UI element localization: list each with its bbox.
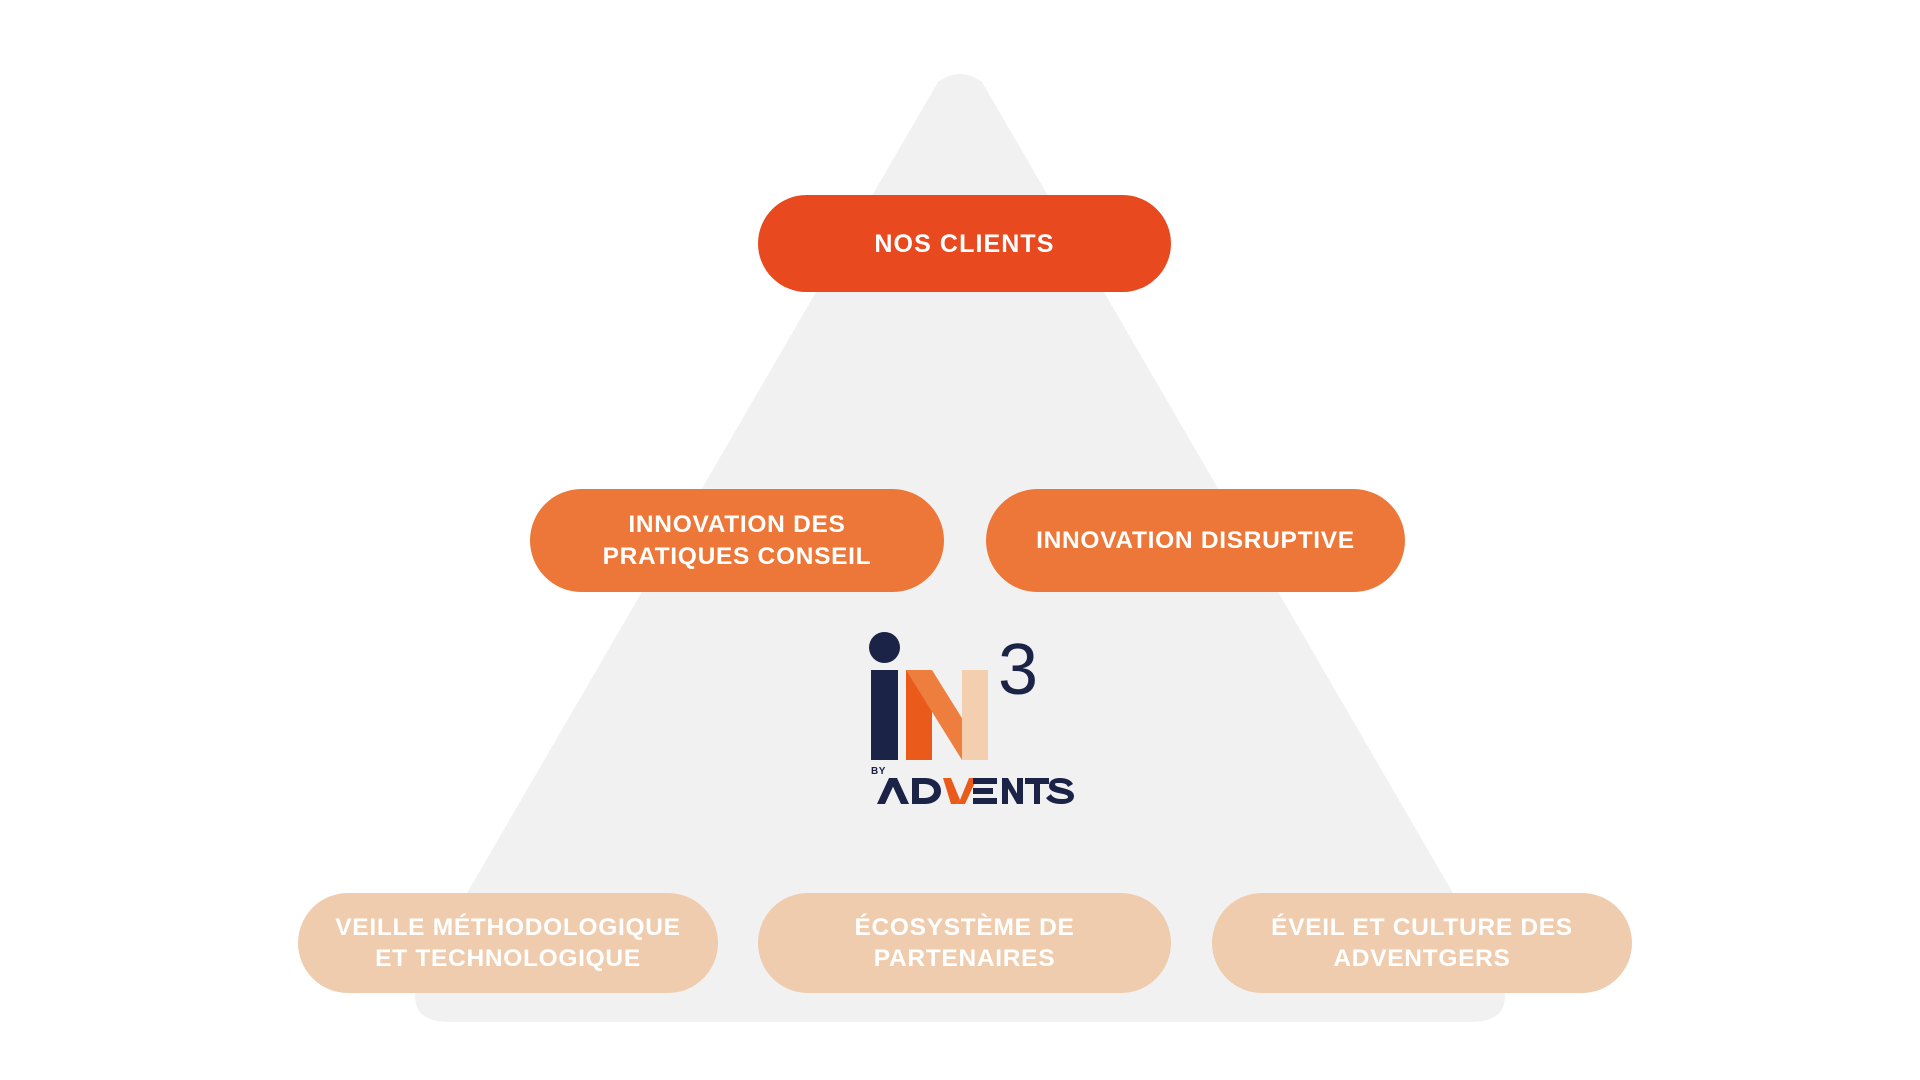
pill-label-multiline: ÉVEIL ET CULTURE DES ADVENTGERS <box>1271 912 1573 975</box>
logo-i-stem <box>871 670 898 760</box>
pill-label-line2: PARTENAIRES <box>873 945 1056 972</box>
pyramid-pill-innovation-des-pratiques-conseil[interactable]: INNOVATION DES PRATIQUES CONSEIL <box>530 489 944 592</box>
logo-exponent-3: 3 <box>998 632 1038 710</box>
logo-i-dot <box>869 632 900 663</box>
in3-by-advents-logo: 3 BY <box>855 630 1075 812</box>
pill-label-multiline: INNOVATION DES PRATIQUES CONSEIL <box>603 509 872 572</box>
pyramid-triangle <box>415 74 1505 1022</box>
logo-n-right-stem <box>962 670 988 760</box>
pyramid-pill-innovation-disruptive[interactable]: INNOVATION DISRUPTIVE <box>986 489 1405 592</box>
pill-label-line1: ÉCOSYSTÈME DE <box>854 913 1075 941</box>
pill-label-line1: INNOVATION DES <box>628 511 846 539</box>
pill-label-line2: ADVENTGERS <box>1333 945 1511 972</box>
pill-label-line2: PRATIQUES CONSEIL <box>602 542 872 570</box>
pill-label-multiline: VEILLE MÉTHODOLOGIQUE ET TECHNOLOGIQUE <box>335 912 680 975</box>
logo-byline-prefix: BY <box>871 766 886 777</box>
pill-label: INNOVATION DISRUPTIVE <box>1036 526 1355 554</box>
pyramid-pill-nos-clients[interactable]: NOS CLIENTS <box>758 195 1171 292</box>
pill-label-line1: VEILLE MÉTHODOLOGIQUE <box>335 913 681 941</box>
logo-byline-brand <box>877 778 1074 804</box>
pyramid-pill-ecosysteme-de-partenaires[interactable]: ÉCOSYSTÈME DE PARTENAIRES <box>758 893 1171 993</box>
pyramid-pill-veille-methodologique-et-technologique[interactable]: VEILLE MÉTHODOLOGIQUE ET TECHNOLOGIQUE <box>298 893 718 993</box>
pill-label-line2: ET TECHNOLOGIQUE <box>375 945 641 972</box>
pyramid-pill-eveil-et-culture-des-adventgers[interactable]: ÉVEIL ET CULTURE DES ADVENTGERS <box>1212 893 1632 993</box>
pill-label-multiline: ÉCOSYSTÈME DE PARTENAIRES <box>854 912 1074 975</box>
pill-label: NOS CLIENTS <box>874 229 1055 258</box>
pill-label-line1: ÉVEIL ET CULTURE DES <box>1271 913 1573 941</box>
